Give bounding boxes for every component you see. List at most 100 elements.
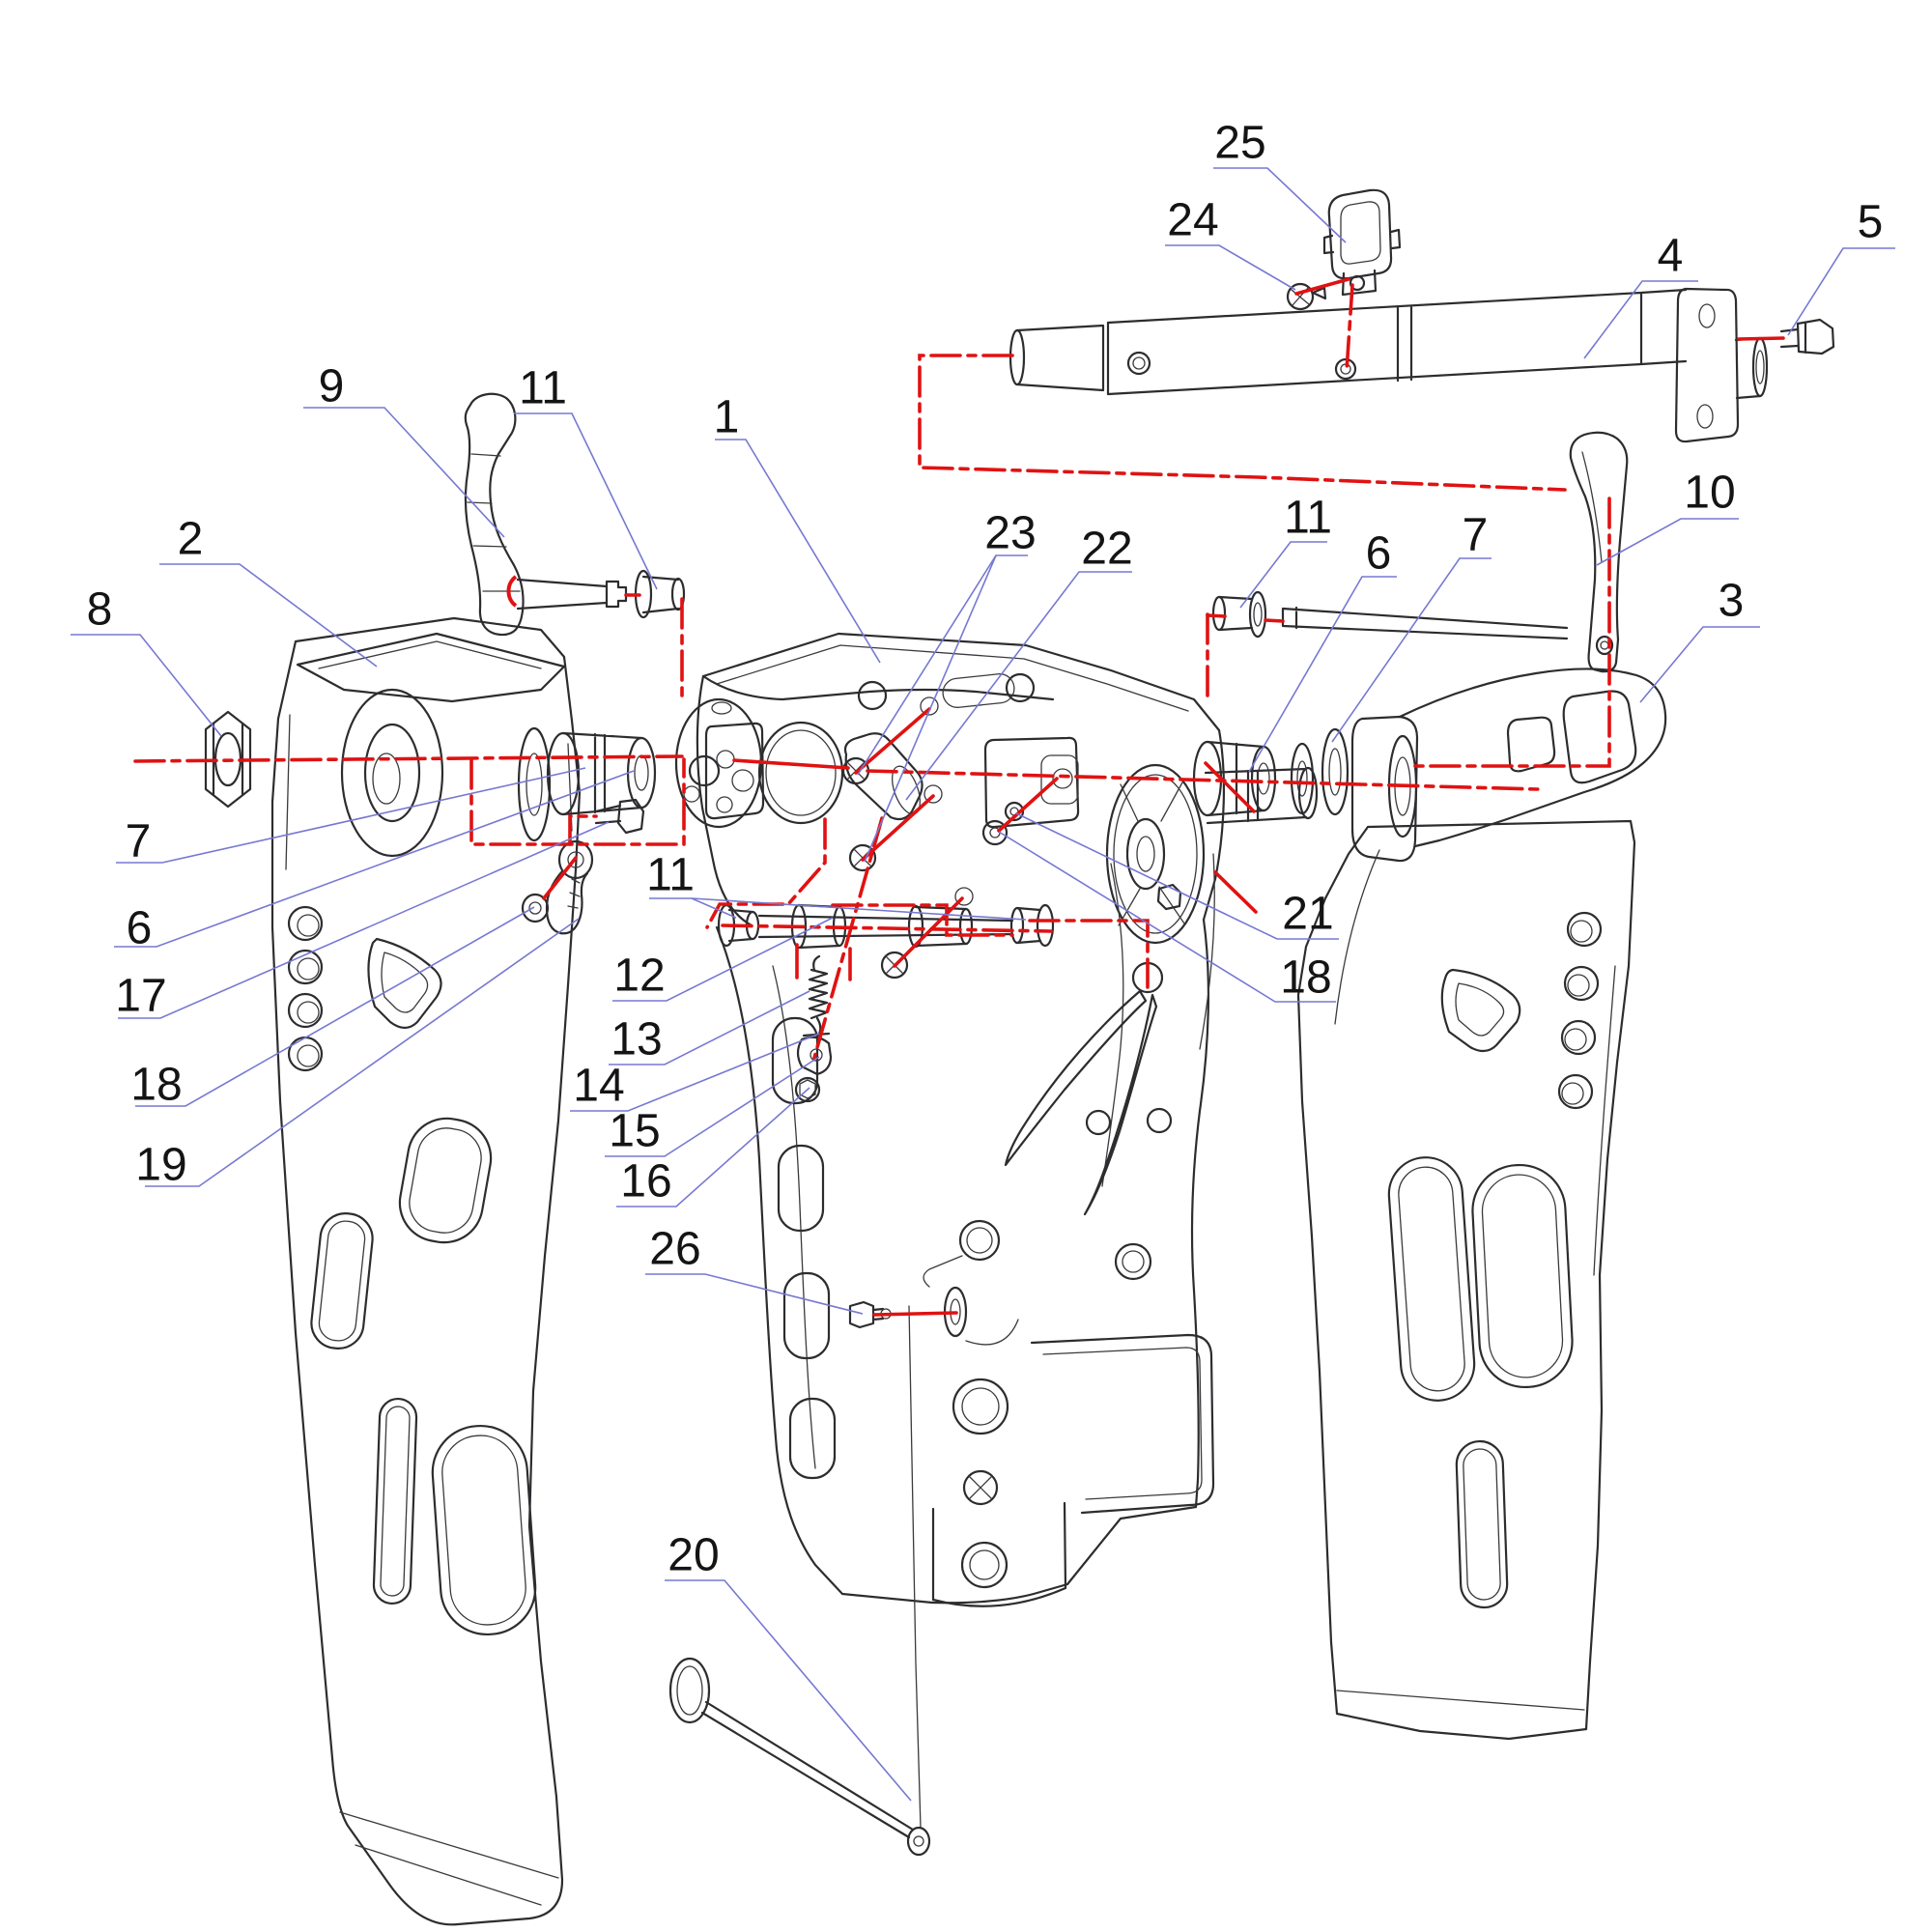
spoked-pivot xyxy=(1105,763,1206,945)
part-number-9: 9 xyxy=(319,361,345,412)
leader-line-7 xyxy=(116,767,586,864)
red-hole-mark xyxy=(506,575,518,608)
leader-lines-layer xyxy=(71,167,1895,1802)
cable-part-20 xyxy=(908,1305,922,1829)
part-number-4: 4 xyxy=(1658,231,1684,282)
part-number-26: 26 xyxy=(649,1224,700,1275)
part-number-11: 11 xyxy=(519,363,567,414)
leader-line-6 xyxy=(1248,576,1397,773)
part-number-15: 15 xyxy=(609,1106,660,1157)
leader-line-4 xyxy=(1583,280,1698,359)
part-number-6: 6 xyxy=(1366,528,1392,580)
leader-line-17 xyxy=(118,821,610,1019)
boss-part-22 xyxy=(843,732,923,821)
leader-line-19 xyxy=(145,918,580,1187)
leader-line-25 xyxy=(1213,167,1347,243)
part-number-16: 16 xyxy=(620,1156,671,1208)
leader-line-24 xyxy=(1165,244,1296,291)
part-number-17: 17 xyxy=(115,971,166,1022)
left-arm-part-2 xyxy=(270,616,582,1926)
part-number-11: 11 xyxy=(646,850,695,901)
leader-line-5 xyxy=(1787,247,1895,336)
centerline xyxy=(1737,336,1785,341)
centerline xyxy=(866,769,1540,791)
centerline xyxy=(997,777,1059,833)
leader-line-11 xyxy=(514,412,658,590)
pin-bushing-right-11 xyxy=(1211,590,1569,640)
leader-line-2 xyxy=(159,563,378,668)
leader-line-26 xyxy=(645,1273,864,1315)
part-number-2: 2 xyxy=(178,514,204,565)
washer-disc xyxy=(517,726,552,842)
centerline xyxy=(831,903,1014,937)
fitting-part-26 xyxy=(848,1300,885,1329)
centerline xyxy=(1294,277,1350,296)
centerline xyxy=(1028,919,1150,989)
centerline xyxy=(705,817,827,929)
centerline xyxy=(542,856,578,900)
part-number-8: 8 xyxy=(87,584,113,636)
center-body xyxy=(668,853,1215,1857)
bolt-part-5 xyxy=(1779,318,1835,355)
leader-line-21 xyxy=(1015,812,1339,940)
centerline xyxy=(469,757,686,846)
part-number-7: 7 xyxy=(1463,510,1489,561)
leader-line-6 xyxy=(114,770,635,948)
part-number-3: 3 xyxy=(1719,576,1745,627)
leader-line-7 xyxy=(1331,557,1492,743)
leader-line-20 xyxy=(665,1579,912,1802)
part-number-6: 6 xyxy=(127,903,153,954)
part-number-18: 18 xyxy=(130,1060,182,1111)
leader-line-18 xyxy=(135,906,535,1107)
part-number-11: 11 xyxy=(1284,493,1332,544)
nut-part-16 xyxy=(794,1076,821,1103)
centerline xyxy=(918,354,1567,492)
centerline xyxy=(872,1311,958,1317)
part-number-19: 19 xyxy=(135,1140,186,1191)
leader-line-11 xyxy=(691,897,1027,921)
bushing-left-6-7 xyxy=(546,731,657,816)
part-number-22: 22 xyxy=(1081,524,1132,575)
centerline xyxy=(812,816,884,1060)
leader-line-18 xyxy=(998,831,1336,1003)
part-number-13: 13 xyxy=(611,1014,662,1065)
leader-line-23 xyxy=(864,554,997,863)
centerline xyxy=(1206,613,1227,618)
right-arm xyxy=(1296,819,1636,1741)
part-number-10: 10 xyxy=(1684,468,1735,519)
centerline xyxy=(133,754,684,763)
leader-line-10 xyxy=(1596,518,1739,566)
leader-line-1 xyxy=(715,439,881,664)
leader-line-16 xyxy=(616,1087,810,1208)
part-number-24: 24 xyxy=(1167,195,1218,246)
centerline xyxy=(1204,761,1256,813)
centerline xyxy=(1406,497,1611,768)
part-number-21: 21 xyxy=(1282,889,1333,940)
centerline xyxy=(1345,283,1354,373)
part-number-7: 7 xyxy=(126,816,152,867)
centerline xyxy=(721,923,1053,933)
center-housing-part-1 xyxy=(674,632,1319,980)
centerline xyxy=(1264,618,1285,623)
part-number-1: 1 xyxy=(714,392,740,443)
tube-flange xyxy=(1674,287,1740,443)
leader-line-11 xyxy=(1239,541,1327,609)
centerline xyxy=(732,758,850,770)
leader-line-22 xyxy=(905,571,1132,801)
centerlines-layer xyxy=(133,277,1785,1317)
leader-line-8 xyxy=(71,634,222,737)
centerline xyxy=(861,794,935,862)
rivet-part-18 xyxy=(981,819,1009,846)
leader-line-14 xyxy=(570,1033,820,1112)
lever-part-10 xyxy=(1569,431,1629,673)
part-number-25: 25 xyxy=(1214,118,1265,169)
parts-lineart xyxy=(204,188,1835,1926)
centerline xyxy=(568,814,598,846)
part-number-12: 12 xyxy=(613,951,665,1002)
centerline xyxy=(1213,870,1258,914)
phillips-screw-23b xyxy=(848,843,877,872)
leader-line-13 xyxy=(609,990,810,1065)
centerline xyxy=(854,707,931,775)
